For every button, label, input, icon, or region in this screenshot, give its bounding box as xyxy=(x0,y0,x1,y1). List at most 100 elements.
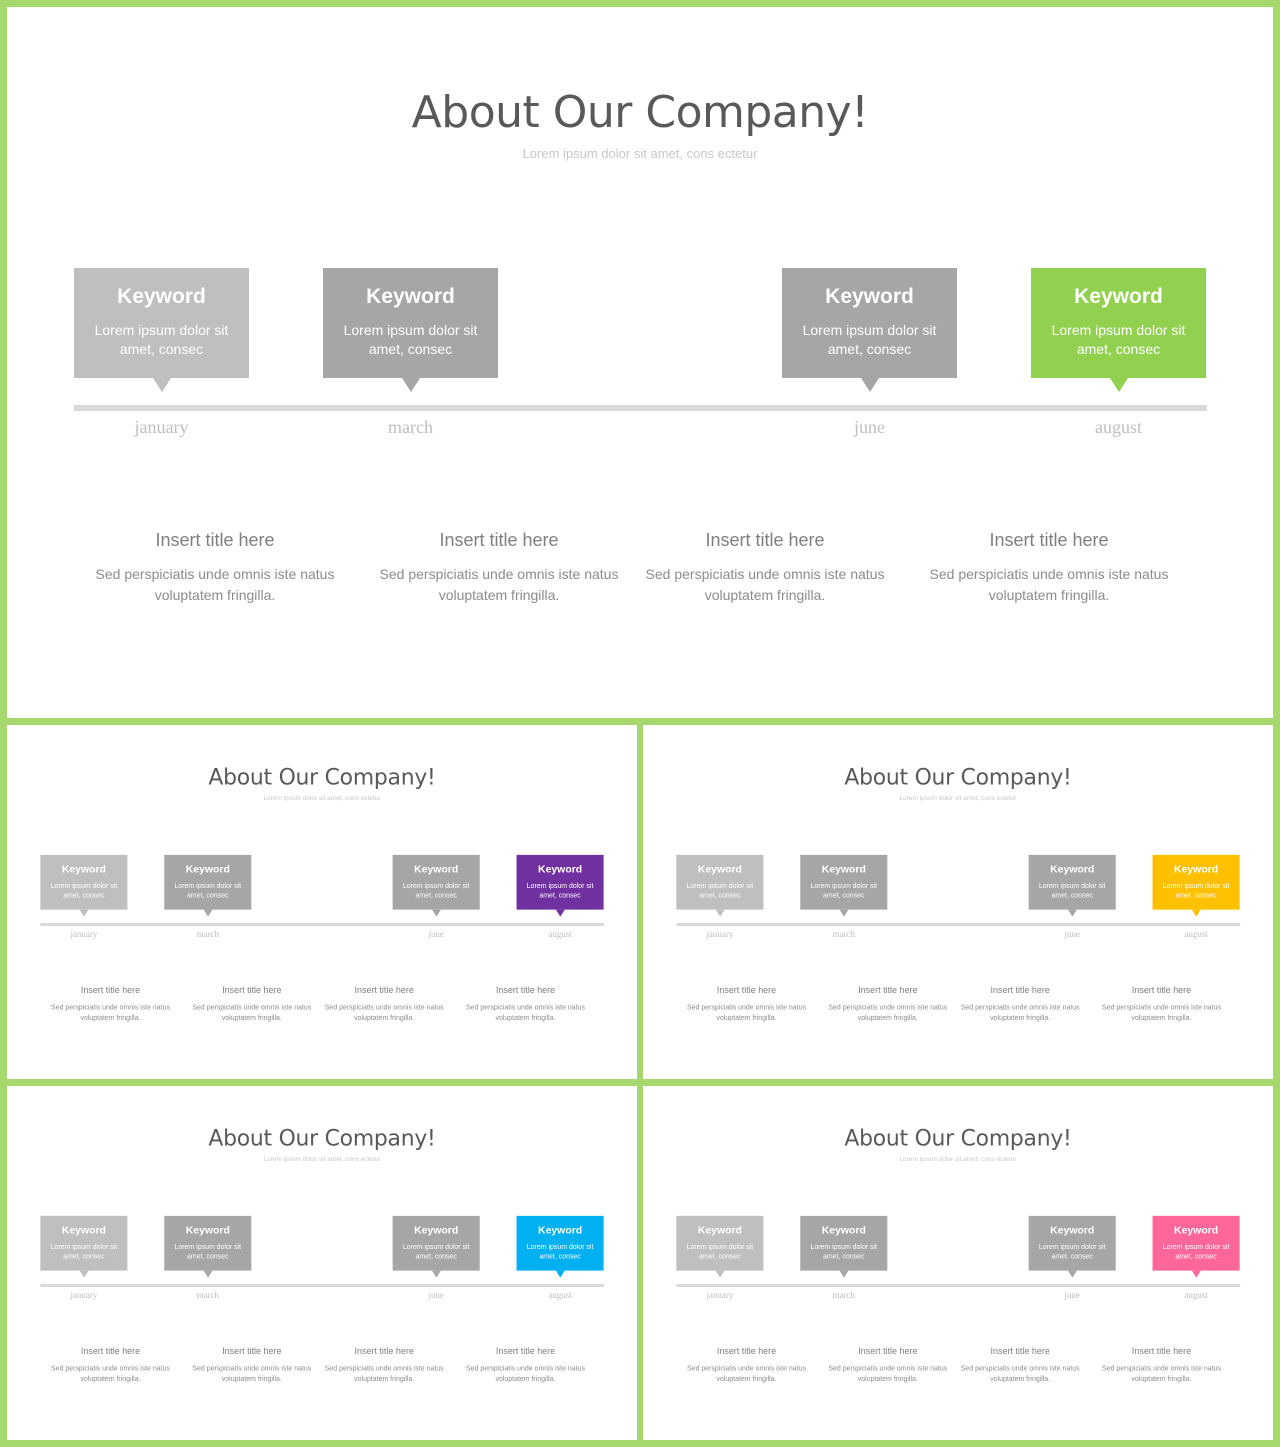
keyword-callout-august: Keyword Lorem ipsum dolor sit amet, cons… xyxy=(516,1215,604,1278)
slide-title: About Our Company! xyxy=(411,87,869,138)
callout-pointer xyxy=(79,1270,89,1278)
callout-pointer xyxy=(839,909,849,917)
month-label: june xyxy=(1064,929,1080,939)
info-block: Insert title here Sed perspiciatis unde … xyxy=(958,985,1082,1023)
callout-pointer xyxy=(402,378,420,392)
keyword-desc: Lorem ipsum dolor sit amet, consec xyxy=(50,881,118,900)
info-text: Sed perspiciatis unde omnis iste natus v… xyxy=(324,1364,444,1383)
month-label: august xyxy=(548,929,572,939)
month-label: january xyxy=(706,929,734,939)
info-block: Insert title here Sed perspiciatis unde … xyxy=(48,1346,172,1384)
keyword-label: Keyword xyxy=(1050,1224,1095,1236)
info-text: Sed perspiciatis unde omnis iste natus v… xyxy=(687,1364,806,1383)
keyword-callout-june: Keyword Lorem ipsum dolor sit amet, cons… xyxy=(1028,1215,1116,1278)
slide-subtitle: Lorem ipsum dolor sit amet, cons ectetur xyxy=(522,146,758,161)
slide-title: About Our Company! xyxy=(208,764,436,791)
keyword-callout-january: Keyword Lorem ipsum dolor sit amet, cons… xyxy=(40,1215,128,1278)
month-label: march xyxy=(388,417,433,437)
callout-pointer xyxy=(203,1270,213,1278)
slide-subtitle: Lorem ipsum dolor sit amet, cons ectetur xyxy=(263,794,381,802)
keyword-desc: Lorem ipsum dolor sit amet, consec xyxy=(802,322,937,357)
keyword-label: Keyword xyxy=(538,863,583,875)
info-title: Insert title here xyxy=(716,1346,777,1357)
keyword-label: Keyword xyxy=(1174,863,1219,875)
keyword-label: Keyword xyxy=(821,863,866,875)
keyword-desc: Lorem ipsum dolor sit amet, consec xyxy=(810,881,878,900)
info-block: Insert title here Sed perspiciatis unde … xyxy=(48,985,172,1023)
callout-pointer xyxy=(1110,378,1128,392)
month-label: june xyxy=(1064,1290,1080,1300)
month-label: january xyxy=(70,929,98,939)
timeline-line xyxy=(74,405,1207,411)
keyword-label: Keyword xyxy=(366,285,455,308)
month-label: june xyxy=(428,929,444,939)
callout-pointer xyxy=(79,909,89,917)
month-label: august xyxy=(548,1290,572,1300)
keyword-desc: Lorem ipsum dolor sit amet, consec xyxy=(1162,881,1230,900)
keyword-label: Keyword xyxy=(697,863,742,875)
info-title: Insert title here xyxy=(80,1346,141,1357)
keyword-callout-january: Keyword Lorem ipsum dolor sit amet, cons… xyxy=(676,1215,764,1278)
keyword-callout-march: Keyword Lorem ipsum dolor sit amet, cons… xyxy=(323,268,498,392)
keyword-desc: Lorem ipsum dolor sit amet, consec xyxy=(686,881,754,900)
slide-subtitle: Lorem ipsum dolor sit amet, cons ectetur xyxy=(899,794,1017,802)
slide-title: About Our Company! xyxy=(208,1125,436,1152)
info-text: Sed perspiciatis unde omnis iste natus v… xyxy=(828,1364,948,1383)
month-label: march xyxy=(196,1290,219,1300)
info-text: Sed perspiciatis unde omnis iste natus v… xyxy=(466,1364,585,1383)
timeline-line xyxy=(40,923,605,927)
info-text: Sed perspiciatis unde omnis iste natus v… xyxy=(324,1003,444,1022)
info-block: Insert title here Sed perspiciatis unde … xyxy=(463,1346,587,1384)
keyword-label: Keyword xyxy=(185,863,230,875)
info-title: Insert title here xyxy=(354,985,414,996)
info-title: Insert title here xyxy=(439,530,559,550)
info-block: Insert title here Sed perspiciatis unde … xyxy=(190,1346,314,1384)
info-text: Sed perspiciatis unde omnis iste natus v… xyxy=(192,1003,312,1022)
info-text: Sed perspiciatis unde omnis iste natus v… xyxy=(379,566,619,603)
callout-pointer xyxy=(555,1270,565,1278)
keyword-desc: Lorem ipsum dolor sit amet, consec xyxy=(1038,881,1106,900)
keyword-callout-march: Keyword Lorem ipsum dolor sit amet, cons… xyxy=(164,854,252,917)
slide-canvas: About Our Company! Lorem ipsum dolor sit… xyxy=(7,1086,637,1440)
month-label: march xyxy=(832,929,855,939)
callout-pointer xyxy=(431,1270,441,1278)
info-title: Insert title here xyxy=(858,985,918,996)
keyword-desc: Lorem ipsum dolor sit amet, consec xyxy=(810,1242,878,1261)
info-text: Sed perspiciatis unde omnis iste natus v… xyxy=(51,1003,170,1022)
info-block: Insert title here Sed perspiciatis unde … xyxy=(826,1346,950,1384)
slide-title: About Our Company! xyxy=(844,1125,1072,1152)
info-title: Insert title here xyxy=(354,1346,414,1357)
keyword-desc: Lorem ipsum dolor sit amet, consec xyxy=(526,1242,594,1261)
info-title: Insert title here xyxy=(989,530,1109,550)
slide-variant-3: About Our Company! Lorem ipsum dolor sit… xyxy=(7,1086,637,1440)
keyword-desc: Lorem ipsum dolor sit amet, consec xyxy=(50,1242,118,1261)
info-title: Insert title here xyxy=(495,1346,556,1357)
info-text: Sed perspiciatis unde omnis iste natus v… xyxy=(960,1003,1080,1022)
info-title: Insert title here xyxy=(80,985,141,996)
slide-variant-1: About Our Company! Lorem ipsum dolor sit… xyxy=(7,725,637,1079)
keyword-label: Keyword xyxy=(1074,285,1163,308)
keyword-callout-march: Keyword Lorem ipsum dolor sit amet, cons… xyxy=(164,1215,252,1278)
slide-canvas: About Our Company! Lorem ipsum dolor sit… xyxy=(643,725,1273,1079)
callout-pointer xyxy=(715,1270,725,1278)
info-text: Sed perspiciatis unde omnis iste natus v… xyxy=(1102,1364,1221,1383)
month-label: january xyxy=(70,1290,98,1300)
keyword-label: Keyword xyxy=(821,1224,866,1236)
keyword-label: Keyword xyxy=(117,285,206,308)
callout-pointer xyxy=(1191,1270,1201,1278)
slide-variant-2: About Our Company! Lorem ipsum dolor sit… xyxy=(643,725,1273,1079)
slide-canvas: About Our Company! Lorem ipsum dolor sit… xyxy=(7,725,637,1079)
slide-main: About Our Company! Lorem ipsum dolor sit… xyxy=(7,7,1273,718)
slide-canvas: About Our Company! Lorem ipsum dolor sit… xyxy=(643,1086,1273,1440)
info-title: Insert title here xyxy=(495,985,556,996)
info-block: Insert title here Sed perspiciatis unde … xyxy=(190,985,314,1023)
month-label: june xyxy=(854,417,885,437)
info-text: Sed perspiciatis unde omnis iste natus v… xyxy=(95,566,335,603)
info-text: Sed perspiciatis unde omnis iste natus v… xyxy=(645,566,885,603)
callout-pointer xyxy=(555,909,565,917)
keyword-callout-june: Keyword Lorem ipsum dolor sit amet, cons… xyxy=(782,268,957,392)
keyword-callout-august: Keyword Lorem ipsum dolor sit amet, cons… xyxy=(1152,1215,1240,1278)
keyword-desc: Lorem ipsum dolor sit amet, consec xyxy=(174,1242,242,1261)
month-label: august xyxy=(1184,1290,1208,1300)
month-label: march xyxy=(832,1290,855,1300)
